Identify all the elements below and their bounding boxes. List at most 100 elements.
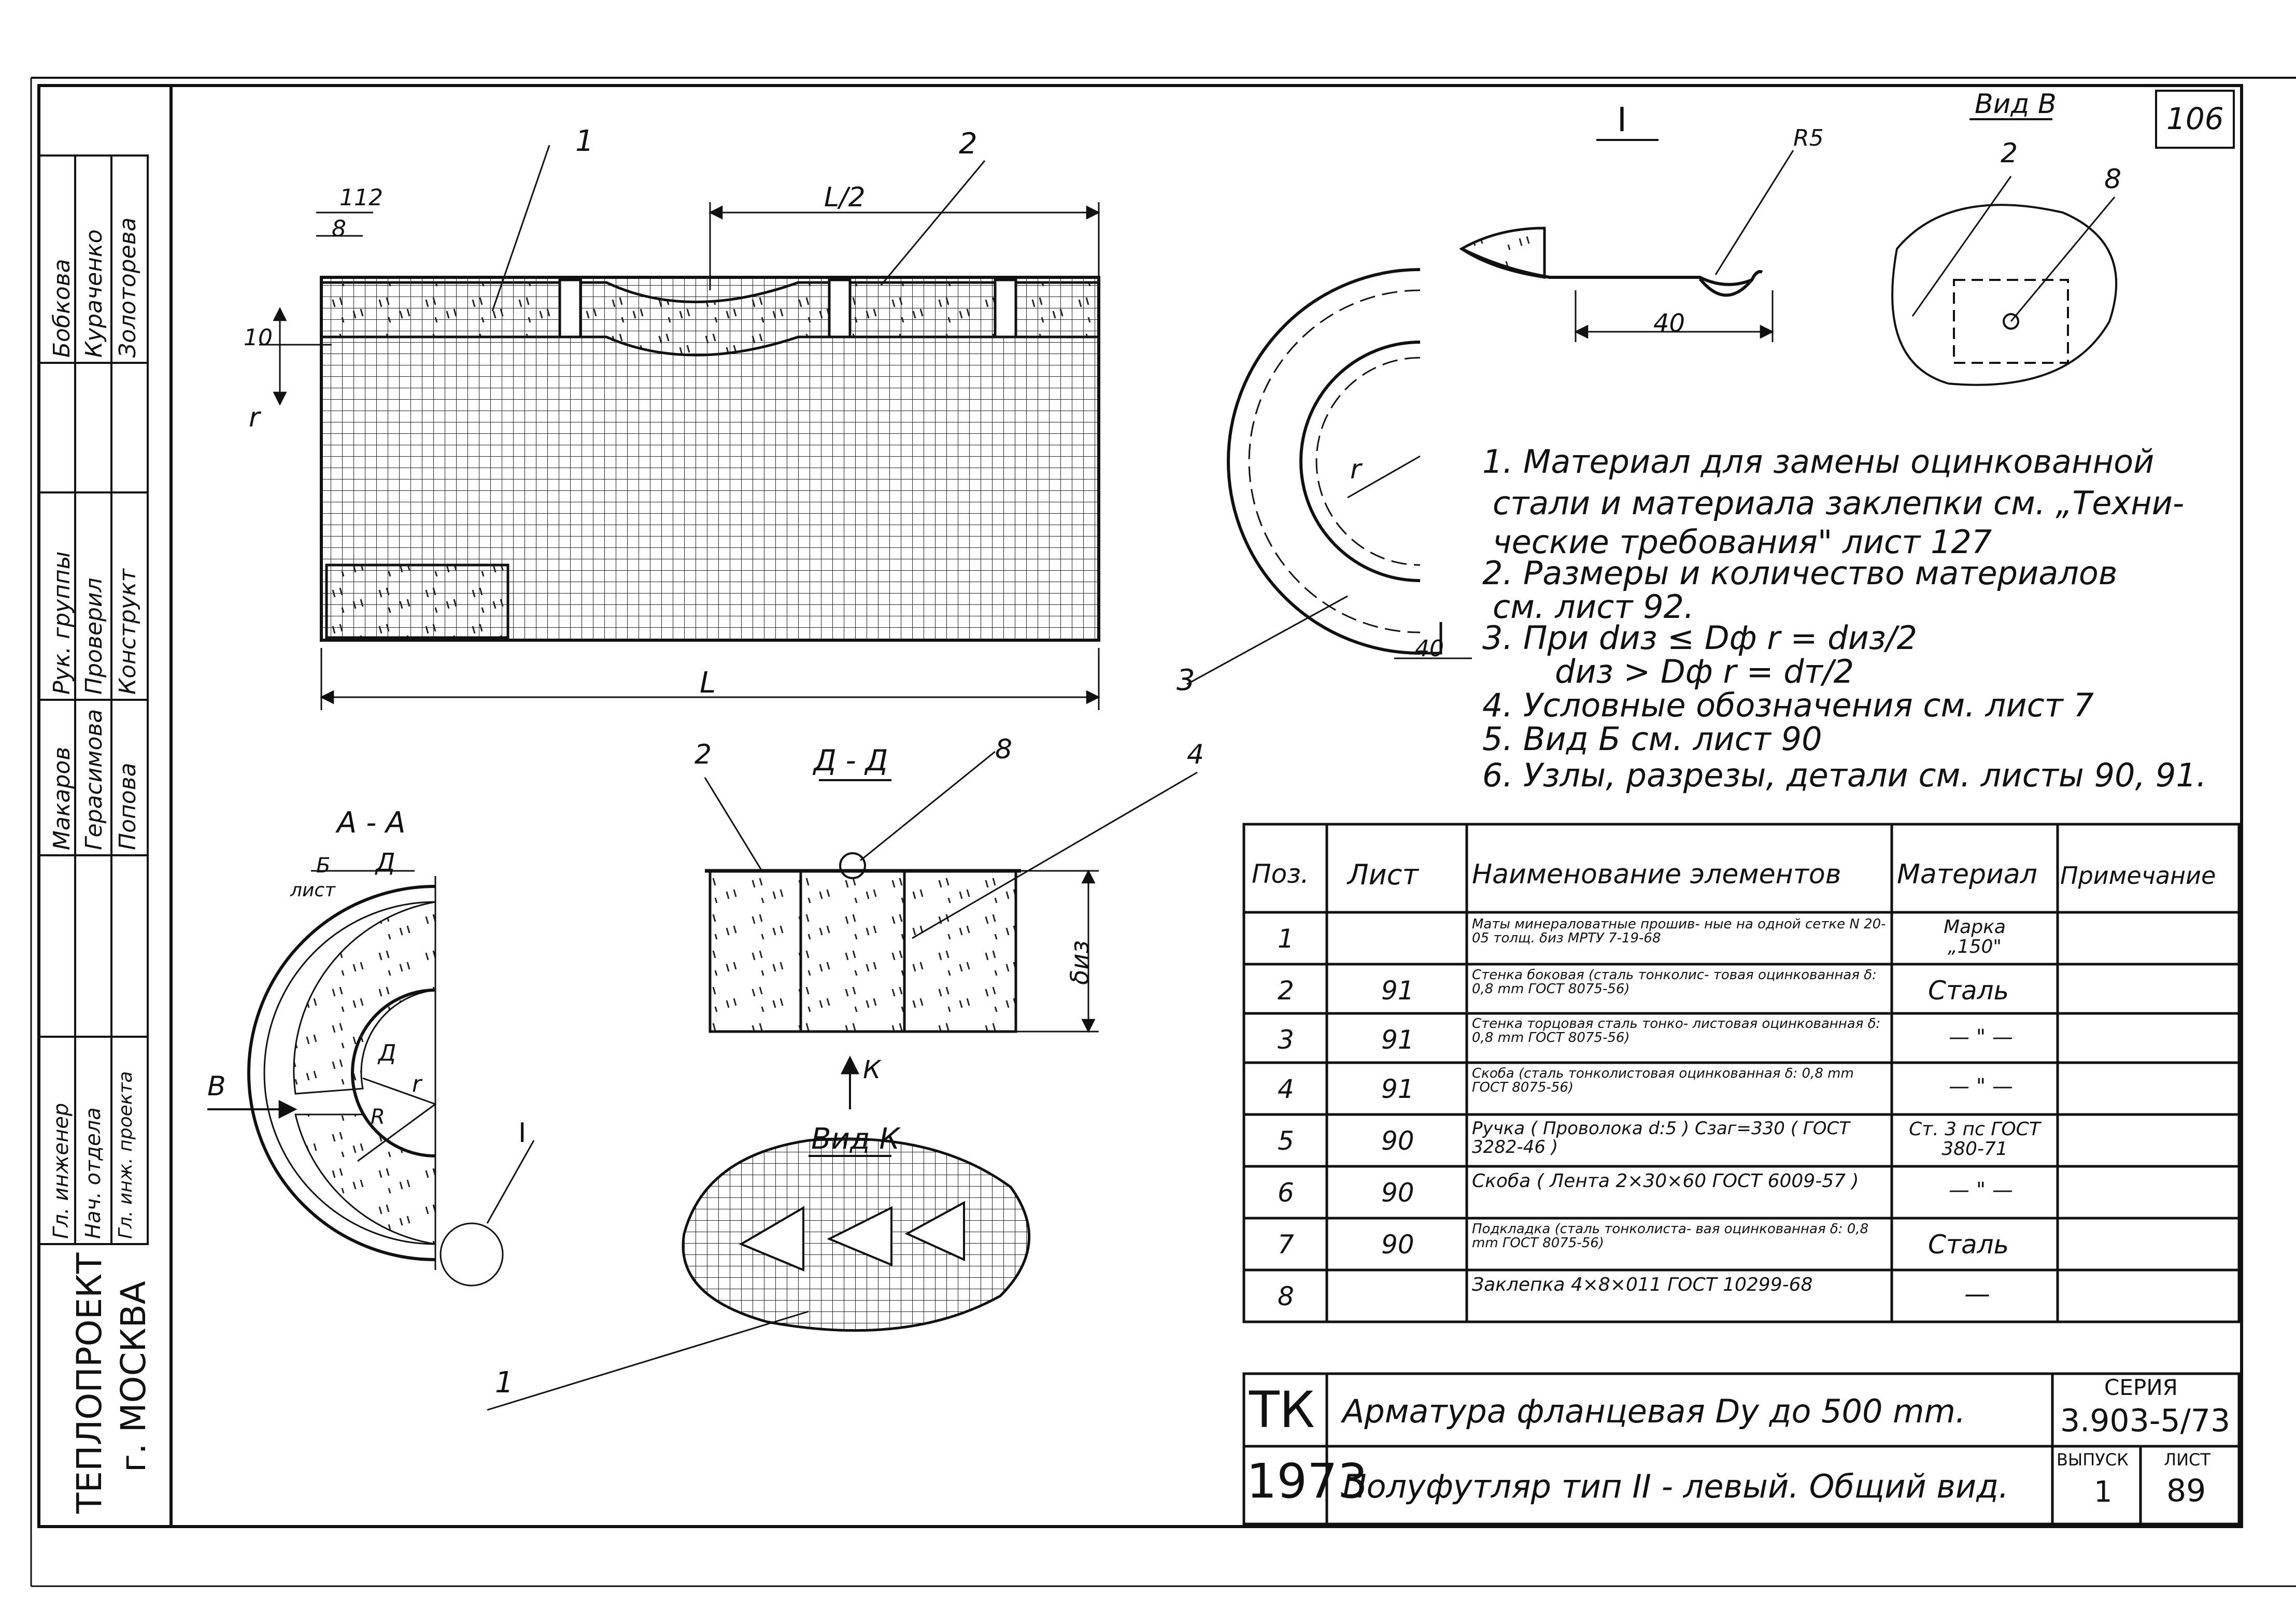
row5-name: Ручка ( Проволока d:5 ) Cзаг=330 ( ГОСТ …	[1472, 1118, 1850, 1158]
end-view-radius: r	[1350, 454, 1362, 485]
row5-material: Ст. 3 пс ГОСТ 380-71	[1909, 1119, 2040, 1160]
stamp-name-4: Макаров	[49, 746, 75, 850]
stamp-role-1: Рук. группы	[49, 551, 75, 695]
row7-pos: 7	[1278, 1230, 1294, 1260]
section-DD-callout-8: 8	[995, 734, 1013, 765]
org-name: ТЕПЛОПРОЕКТ	[69, 1252, 109, 1514]
detail-I-dim: 40	[1653, 309, 1685, 338]
th-name: Наименование элементов	[1472, 859, 1841, 890]
title-year: 1973	[1246, 1453, 1368, 1509]
view-K-callout-1: 1	[495, 1366, 514, 1400]
note-1a: 1. Материал для замены оцинкованной	[1482, 443, 2155, 481]
title-sub: Полуфутляр тип II - левый. Общий вид.	[1342, 1467, 2009, 1505]
th-note: Примечание	[2060, 862, 2216, 890]
section-AA-d-inner: Д	[378, 1040, 396, 1066]
view-B-callout-2: 2	[2001, 138, 2018, 169]
note-5: 5. Вид Б см. лист 90	[1482, 720, 1822, 758]
note-2a: 2. Размеры и количество материалов	[1482, 554, 2118, 592]
view-K-title: Вид К	[811, 1122, 900, 1156]
row2-sheet: 91	[1381, 976, 1414, 1006]
stamp-role-6: Гл. инж. проекта	[115, 1071, 136, 1239]
note-6: 6. Узлы, разрезы, детали см. листы 90, 9…	[1482, 756, 2207, 794]
section-DD-callout-2: 2	[695, 739, 712, 770]
note-1b: стали и материала заклепки см. „Техни-	[1493, 484, 2185, 522]
series-value: 3.903-5/73	[2060, 1403, 2231, 1439]
detail-I-radius: R5	[1793, 125, 1824, 151]
org-city: г. МОСКВА	[114, 1281, 153, 1472]
row5-sheet: 90	[1381, 1126, 1414, 1156]
spec-table-grid	[1242, 823, 2241, 1323]
series-label: СЕРИЯ	[2104, 1375, 2178, 1400]
main-view-top-wool	[320, 281, 1100, 357]
note-1c: ческие требования" лист 127	[1493, 523, 1992, 561]
row8-name: Заклепка 4×8×011 ГОСТ 10299-68	[1472, 1274, 1813, 1295]
main-view	[259, 145, 1100, 710]
row8-pos: 8	[1278, 1281, 1294, 1311]
row2-material: Сталь	[1928, 976, 2009, 1006]
main-view-bottom-wool	[325, 563, 509, 639]
row4-material: — " —	[1949, 1075, 2013, 1098]
title-main: Арматура фланцевая Dу до 500 mm.	[1342, 1392, 1966, 1430]
view-B-callout-8: 8	[2104, 164, 2122, 195]
side-stamp-grid	[38, 154, 149, 1245]
view-K	[487, 1137, 1031, 1411]
issue-value: 1	[2094, 1475, 2113, 1509]
row1-material: Марка „150"	[1944, 916, 2006, 957]
section-AA-view-arrow: Б	[316, 854, 331, 878]
row6-sheet: 90	[1381, 1178, 1414, 1208]
section-AA-r: r	[412, 1071, 422, 1097]
row2-pos: 2	[1278, 976, 1294, 1006]
dim-112: 112	[339, 185, 383, 211]
stamp-name-2: Кураченко	[81, 229, 107, 358]
row4-pos: 4	[1278, 1074, 1294, 1104]
issue-label: ВЫПУСК	[2057, 1450, 2129, 1470]
sheet-value: 89	[2166, 1473, 2206, 1509]
row2-name: Стенка боковая (сталь тонколис- товая оц…	[1472, 967, 1877, 997]
dim-half-length: L/2	[824, 182, 866, 213]
end-view	[1186, 268, 1472, 685]
dim-r-main: r	[249, 402, 260, 433]
section-DD-thickness: δиз	[1066, 940, 1095, 985]
stamp-name-5: Герасимова	[81, 709, 107, 850]
section-AA-section-d: Д	[376, 848, 395, 877]
sheet-label: ЛИСТ	[2164, 1450, 2210, 1470]
callout-1-main: 1	[575, 124, 594, 158]
row4-name: Скоба (сталь тонколистовая оцинкованная …	[1472, 1066, 1854, 1096]
row6-material: — " —	[1949, 1178, 2013, 1202]
row7-name: Подкладка (сталь тонколиста- вая оцинков…	[1472, 1221, 1869, 1251]
section-AA-R: R	[371, 1105, 385, 1129]
section-AA-sheet-ref: лист	[290, 880, 336, 901]
row4-sheet: 91	[1381, 1074, 1414, 1104]
th-pos: Поз.	[1252, 859, 1309, 889]
detail-I-title: I	[1617, 101, 1627, 139]
row3-sheet: 91	[1381, 1025, 1414, 1055]
row5-pos: 5	[1278, 1126, 1294, 1156]
section-DD-callout-4: 4	[1187, 739, 1204, 770]
row6-name: Скоба ( Лента 2×30×60 ГОСТ 6009-57 )	[1472, 1170, 1859, 1192]
stamp-role-4: Гл. инженер	[49, 1103, 73, 1239]
row1-pos: 1	[1278, 924, 1294, 954]
stamp-role-3: Конструкт	[115, 569, 141, 695]
row3-material: — " —	[1949, 1025, 2013, 1049]
section-AA-title: А - А	[337, 806, 406, 840]
section-DD	[704, 751, 1198, 1109]
section-AA-arrow-B: В	[207, 1071, 226, 1102]
row7-sheet: 90	[1381, 1230, 1414, 1260]
sheet-number: 106	[2166, 101, 2224, 136]
view-B-title: Вид В	[1975, 89, 2057, 120]
th-sheet: Лист	[1348, 858, 1419, 891]
detail-I	[1459, 139, 1794, 342]
end-view-callout-3: 3	[1177, 664, 1195, 697]
row3-name: Стенка торцовая сталь тонко- листовая оц…	[1472, 1016, 1881, 1046]
title-block-grid	[1242, 1372, 2241, 1526]
dim-10: 10	[244, 324, 273, 351]
dim-length: L	[700, 666, 716, 700]
section-DD-arrow-K: К	[863, 1055, 881, 1084]
note-2b: см. лист 92.	[1493, 588, 1694, 626]
section-AA	[207, 870, 535, 1287]
row6-pos: 6	[1278, 1178, 1294, 1208]
th-material: Материал	[1897, 859, 2037, 890]
row1-name: Маты минераловатные прошив- ные на одной…	[1472, 916, 1886, 947]
main-view-clips	[558, 278, 1017, 338]
